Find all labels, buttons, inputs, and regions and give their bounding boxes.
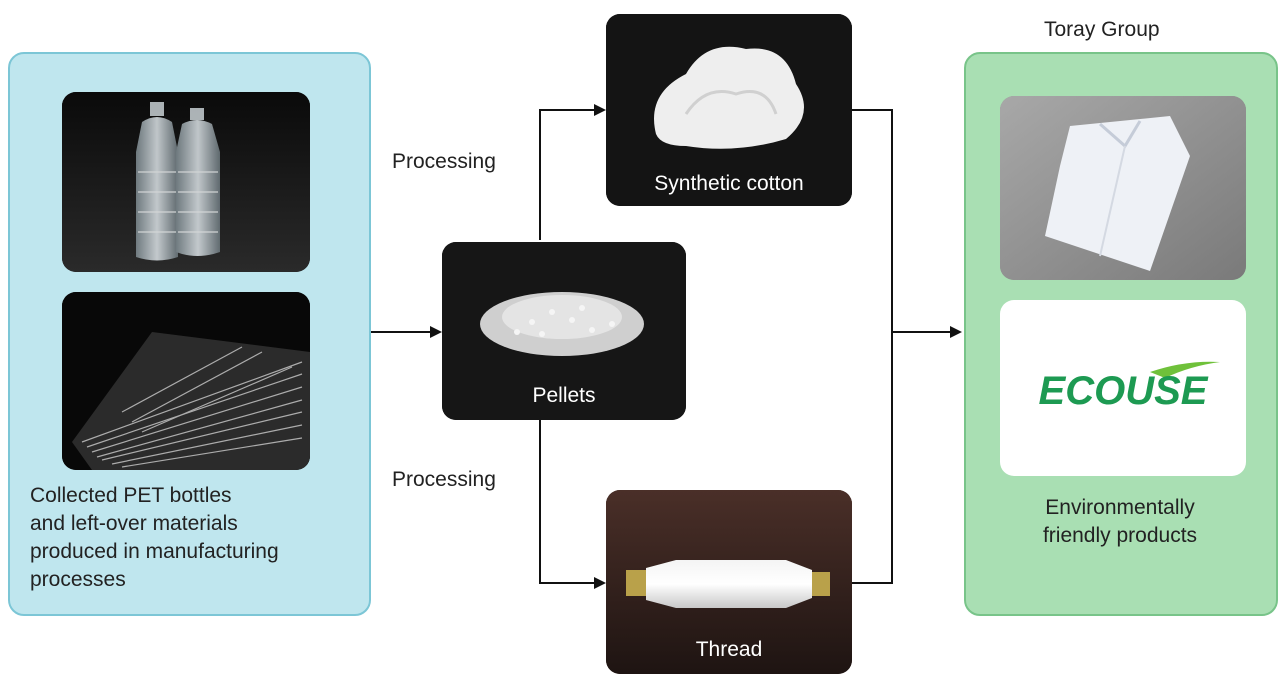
arrow-pellets-to-thread bbox=[539, 420, 606, 589]
pet-bottles-illustration bbox=[62, 92, 310, 272]
caption-line: and left-over materials bbox=[30, 512, 238, 535]
synthetic-cotton-box: Synthetic cotton bbox=[606, 14, 852, 206]
processing-label-bottom: Processing bbox=[392, 468, 496, 491]
leftover-materials-photo bbox=[62, 292, 310, 470]
processing-label-top: Processing bbox=[392, 150, 496, 173]
caption-line: friendly products bbox=[1042, 524, 1198, 547]
line-cotton-to-merge bbox=[852, 109, 893, 584]
thread-illustration bbox=[606, 490, 852, 674]
caption-line: produced in manufacturing bbox=[30, 540, 279, 563]
leftover-film-illustration bbox=[62, 292, 310, 470]
pellets-illustration bbox=[442, 242, 686, 420]
caption-line: processes bbox=[30, 568, 126, 591]
pellets-label: Pellets bbox=[532, 384, 596, 407]
ecouse-logo-text: ECOUSE bbox=[1039, 369, 1209, 413]
input-materials-caption: Collected PET bottles and left-over mate… bbox=[30, 482, 370, 594]
caption-line: Collected PET bottles bbox=[30, 484, 232, 507]
ecouse-logo: ECOUSE bbox=[1039, 361, 1220, 413]
caption-line: Environmentally bbox=[1045, 496, 1195, 519]
shirt-illustration bbox=[1000, 96, 1246, 280]
toray-group-heading: Toray Group bbox=[1044, 18, 1160, 41]
thread-label: Thread bbox=[695, 638, 763, 661]
shirt-photo bbox=[1000, 96, 1246, 280]
arrow-pellets-to-cotton bbox=[539, 104, 606, 240]
ecouse-logo-card: ECOUSE bbox=[1000, 300, 1246, 476]
products-caption: Environmentally friendly products bbox=[985, 494, 1255, 550]
synthetic-cotton-label: Synthetic cotton bbox=[654, 172, 804, 195]
pellets-box: Pellets bbox=[442, 242, 686, 420]
pet-bottles-photo bbox=[62, 92, 310, 272]
synthetic-cotton-illustration bbox=[606, 14, 852, 206]
thread-box: Thread bbox=[606, 490, 852, 674]
